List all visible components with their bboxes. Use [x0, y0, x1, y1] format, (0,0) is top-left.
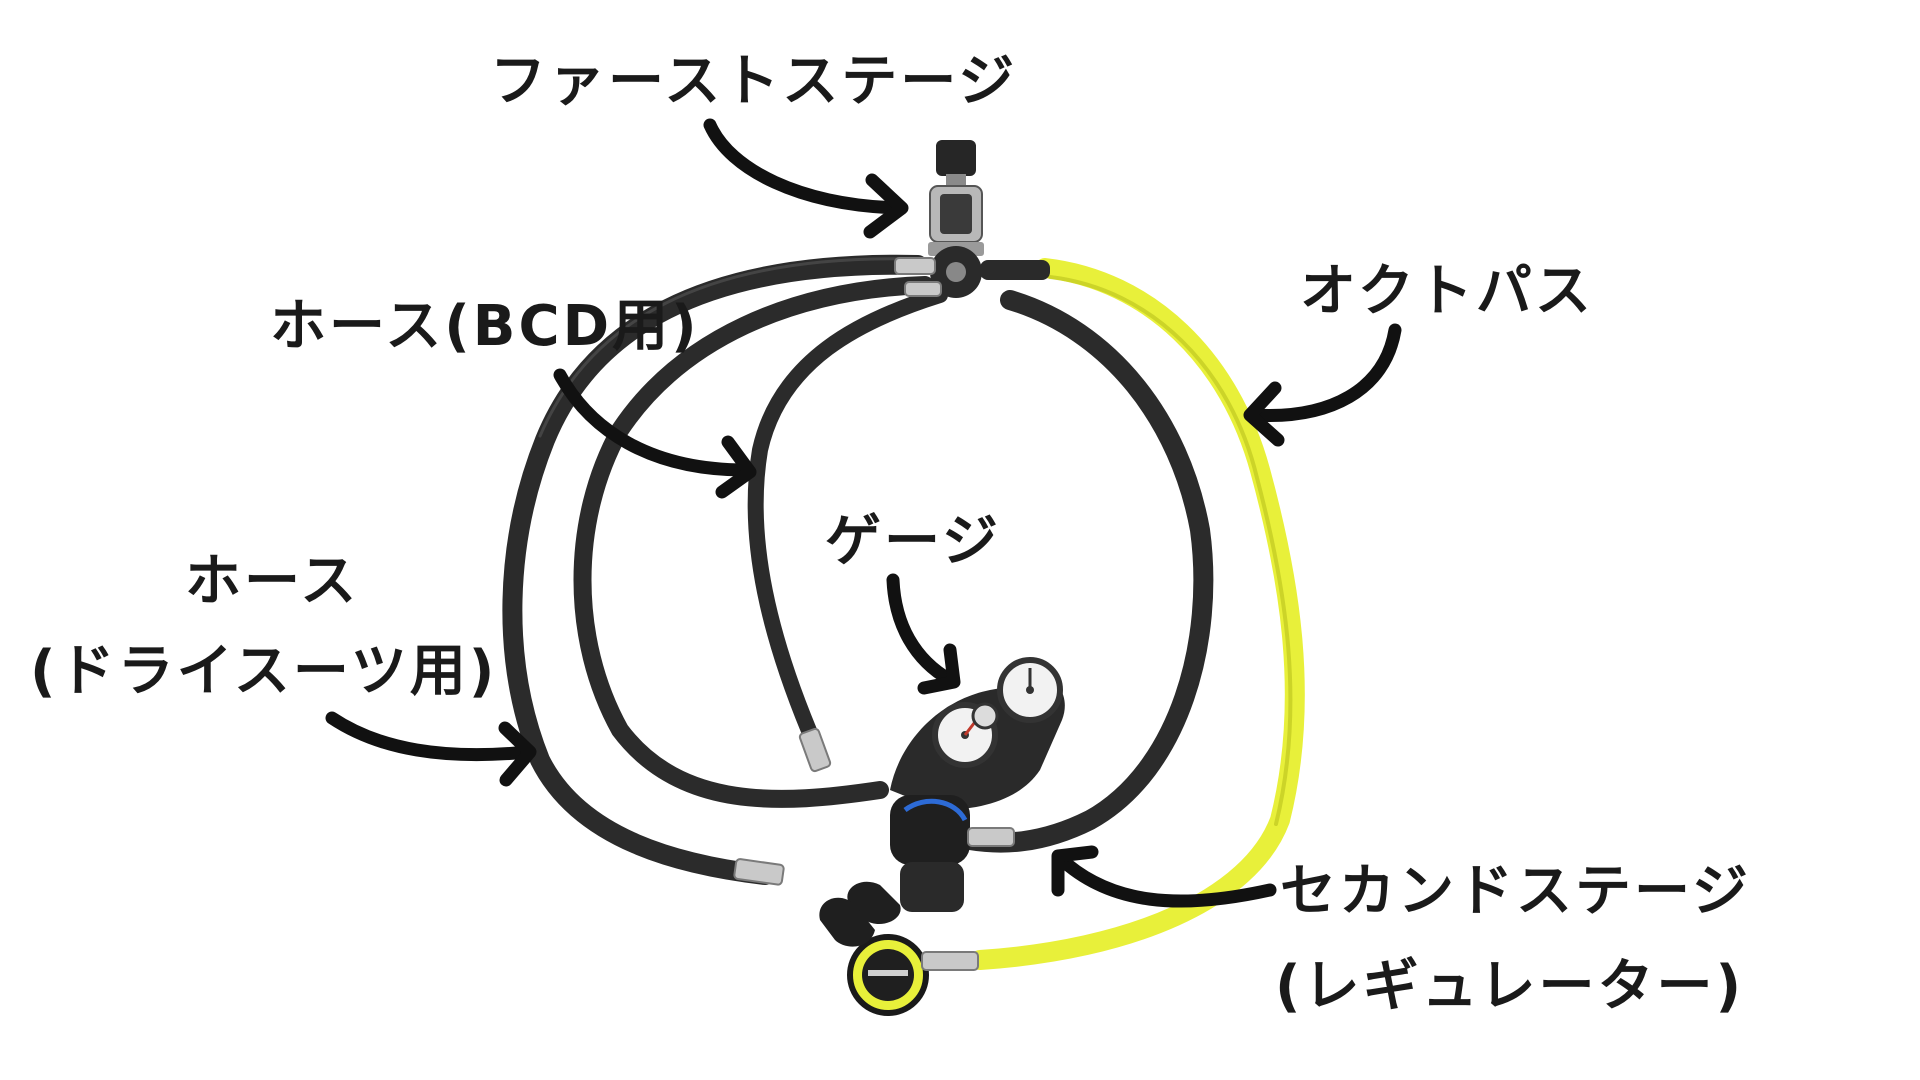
hose-bcd [747, 287, 948, 753]
hose-drysuit [502, 254, 928, 885]
octopus-regulator-icon [819, 897, 979, 1016]
hose-octopus-shadow [1048, 275, 1293, 826]
arrow-gauge-head [917, 643, 961, 695]
label-hose-drysuit-line2: (ドライスーツ用) [30, 639, 497, 704]
label-hose-bcd: ホース(BCD用) [270, 294, 700, 359]
label-octopus: オクトパス [1300, 259, 1594, 324]
second-stage-icon [847, 795, 1015, 925]
hose-octopus [970, 258, 1305, 970]
gauge-console-icon [890, 657, 1065, 810]
arrow-first-stage [703, 118, 905, 215]
arrow-octopus-head [1243, 381, 1285, 447]
arrow-hose-drysuit-head [498, 721, 537, 787]
first-stage-icon [894, 140, 1050, 298]
arrows [325, 118, 1402, 908]
arrow-first-stage-head [863, 173, 909, 239]
hose-drysuit-fitting [733, 858, 785, 886]
arrow-gauge [886, 573, 957, 687]
hose-second-stage-long [573, 276, 934, 808]
arrow-second-stage-head [1051, 845, 1099, 897]
labels: ファーストステージ オクトパス ホース(BCD用) ゲージ ホース (ドライスー… [30, 49, 1751, 1019]
label-hose-drysuit-line1: ホース [185, 549, 359, 614]
arrow-hose-bcd-head [715, 435, 757, 499]
hose-gauge [960, 290, 1214, 853]
label-second-stage-line1: セカンドステージ [1280, 859, 1751, 924]
label-second-stage-line2: (レギュレーター) [1275, 954, 1744, 1019]
arrow-second-stage [1053, 851, 1277, 908]
label-gauge: ゲージ [825, 509, 1001, 574]
hoses [502, 254, 1305, 970]
arrow-octopus [1245, 323, 1402, 423]
label-first-stage: ファーストステージ [490, 49, 1017, 114]
hose-bcd-fitting [798, 727, 832, 773]
arrow-hose-bcd [553, 368, 752, 477]
arrow-hose-drysuit [325, 711, 535, 762]
